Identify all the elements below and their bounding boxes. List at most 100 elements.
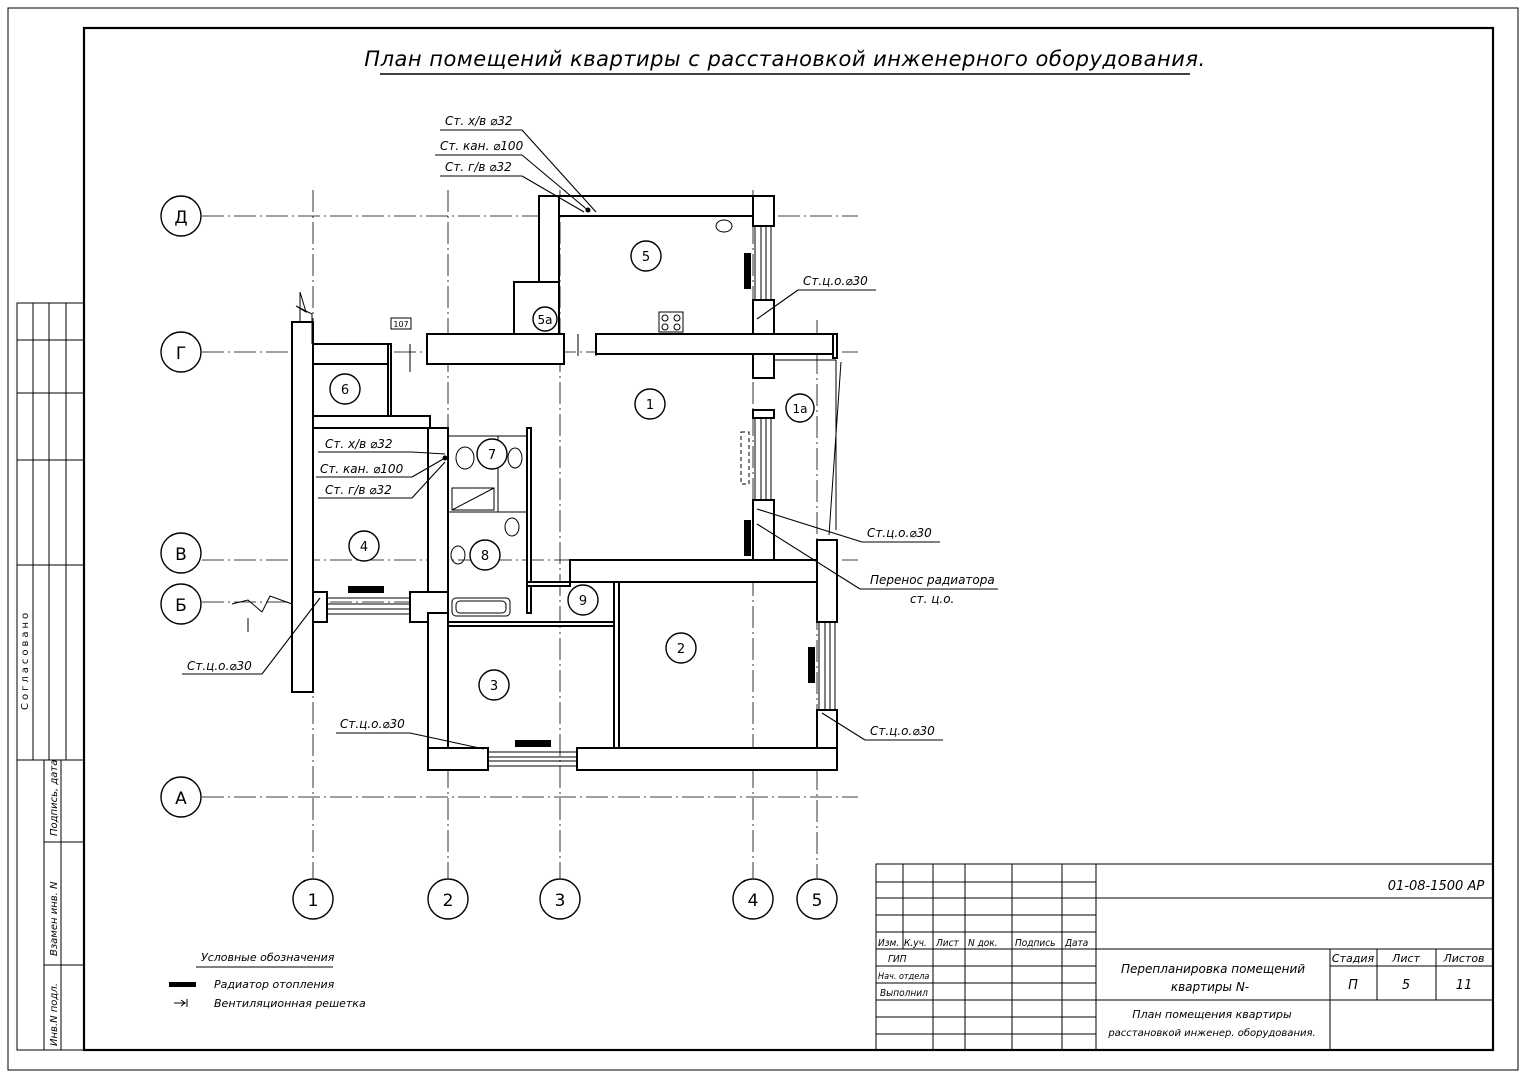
riser-labels-bath: Ст. х/в ⌀32 Ст. кан. ⌀100 Ст. г/в ⌀32 [316,437,448,499]
legend-radiator: Радиатор отопления [214,978,335,991]
axis-marker-2: 2 [427,878,469,920]
svg-text:6: 6 [341,383,349,398]
svg-text:5а: 5а [538,313,553,327]
sheet-value: 5 [1402,978,1410,993]
room-4: 4 [348,530,380,562]
room-markers: 5 5а 1 1а 6 7 8 4 9 2 3 [329,240,815,701]
radiator-transfer-line1: Перенос радиатора [870,573,995,587]
heating-riser-labels: Ст.ц.о.⌀30 Ст.ц.о.⌀30 Ст.ц.о.⌀30 Ст.ц.о.… [182,274,998,750]
room-2: 2 [665,632,697,664]
svg-text:Ст. х/в ⌀32: Ст. х/в ⌀32 [445,114,513,128]
header-ndoc: N док. [968,938,998,949]
svg-text:Г: Г [176,344,186,364]
header-kuch: К.уч. [904,938,927,949]
legend-vent: Вентиляционная решетка [214,997,366,1010]
header-date: Дата [1064,938,1088,949]
svg-text:9: 9 [579,594,587,609]
svg-text:Ст. г/в ⌀32: Ст. г/в ⌀32 [325,483,392,497]
room-9: 9 [567,584,599,616]
stage-value: П [1348,978,1358,993]
drawing-title: План помещений квартиры с расстановкой и… [364,47,1205,71]
riser-labels-top: Ст. х/в ⌀32 Ст. кан. ⌀100 Ст. г/в ⌀32 [435,114,597,213]
stamp-inv: Инв.N подл. [49,983,60,1046]
header-izm: Изм. [878,938,899,949]
floor-plan [231,195,842,771]
stamp-agreed: Согласовано [20,610,31,710]
axis-marker-5: 5 [796,878,838,920]
project-line2: квартиры N- [1171,980,1249,994]
room-5: 5 [630,240,662,272]
radiator-room3 [515,740,551,747]
element-marker: 107 [390,317,412,330]
room-7: 7 [476,438,508,470]
room-8: 8 [469,539,501,571]
axis-marker-G: Г [160,331,202,373]
axis-row-markers: Д Г В Б А [160,195,202,818]
svg-text:Д: Д [174,208,187,228]
role-head: Нач. отдела [878,972,929,982]
svg-text:Ст. кан. ⌀100: Ст. кан. ⌀100 [320,462,404,476]
stamp-sign-date: Подпись, дата [49,760,60,836]
radiator-room2 [808,647,815,683]
svg-text:2: 2 [677,642,685,657]
axis-marker-A: А [160,776,202,818]
sheet-label: Лист [1391,952,1420,965]
radiator-room4 [348,586,384,593]
sheets-value: 11 [1456,978,1473,993]
outer-frame [7,7,1519,1071]
left-stamp: Согласовано Подпись, дата Взамен инв. N … [16,302,85,1051]
heating-riser-room1: Ст.ц.о.⌀30 [867,526,932,540]
heating-riser-room4: Ст.ц.о.⌀30 [187,659,252,673]
title-block: 01-08-1500 АР Изм. К.уч. Лист N док. Под… [875,863,1494,1051]
room-1: 1 [634,388,666,420]
svg-text:В: В [175,545,187,565]
room-1a: 1а [785,393,815,423]
svg-text:1: 1 [308,891,319,911]
svg-text:4: 4 [360,540,368,555]
svg-text:А: А [175,789,187,809]
title-block-code: 01-08-1500 АР [1388,879,1485,894]
radiator-transfer-line2: ст. ц.о. [910,592,954,606]
svg-text:3: 3 [555,891,566,911]
sheet-title-line2: расстановкой инженер. оборудования. [1107,1027,1315,1039]
axis-marker-1: 1 [292,878,334,920]
svg-text:2: 2 [443,891,454,911]
room-6: 6 [329,373,361,405]
svg-text:5: 5 [812,891,823,911]
axis-marker-B: Б [160,583,202,625]
sheet-title-line1: План помещения квартиры [1132,1008,1292,1021]
svg-text:Ст. х/в ⌀32: Ст. х/в ⌀32 [325,437,393,451]
stamp-replace: Взамен инв. N [49,881,60,956]
project-line1: Перепланировка помещений [1121,962,1305,976]
heating-riser-kitchen: Ст.ц.о.⌀30 [803,274,868,288]
svg-text:1: 1 [646,398,654,413]
axis-marker-4: 4 [732,878,774,920]
sheets-label: Листов [1442,952,1484,965]
axis-marker-V: В [160,532,202,574]
heating-riser-room3: Ст.ц.о.⌀30 [340,717,405,731]
svg-text:8: 8 [481,549,489,564]
room-5a: 5а [532,306,558,332]
svg-text:3: 3 [490,679,498,694]
svg-text:Ст. кан. ⌀100: Ст. кан. ⌀100 [440,139,524,153]
axis-marker-D: Д [160,195,202,237]
svg-text:107: 107 [393,320,408,329]
role-done: Выполнил [880,988,928,999]
legend-title: Условные обозначения [201,951,335,964]
header-list: Лист [935,938,960,949]
svg-text:Б: Б [175,596,187,616]
role-gip: ГИП [888,954,907,965]
svg-text:7: 7 [488,448,496,463]
radiator-room1 [744,520,751,556]
svg-text:5: 5 [642,250,650,265]
radiator-kitchen [744,253,751,289]
header-sign: Подпись [1015,938,1055,949]
room-3: 3 [478,669,510,701]
radiators [348,253,815,747]
svg-text:1а: 1а [793,402,808,416]
legend: Условные обозначения Радиатор отопления … [169,951,366,1010]
svg-text:Ст. г/в ⌀32: Ст. г/в ⌀32 [445,160,512,174]
axis-column-markers: 1 2 3 4 5 [292,878,838,920]
stage-label: Стадия [1332,952,1375,965]
